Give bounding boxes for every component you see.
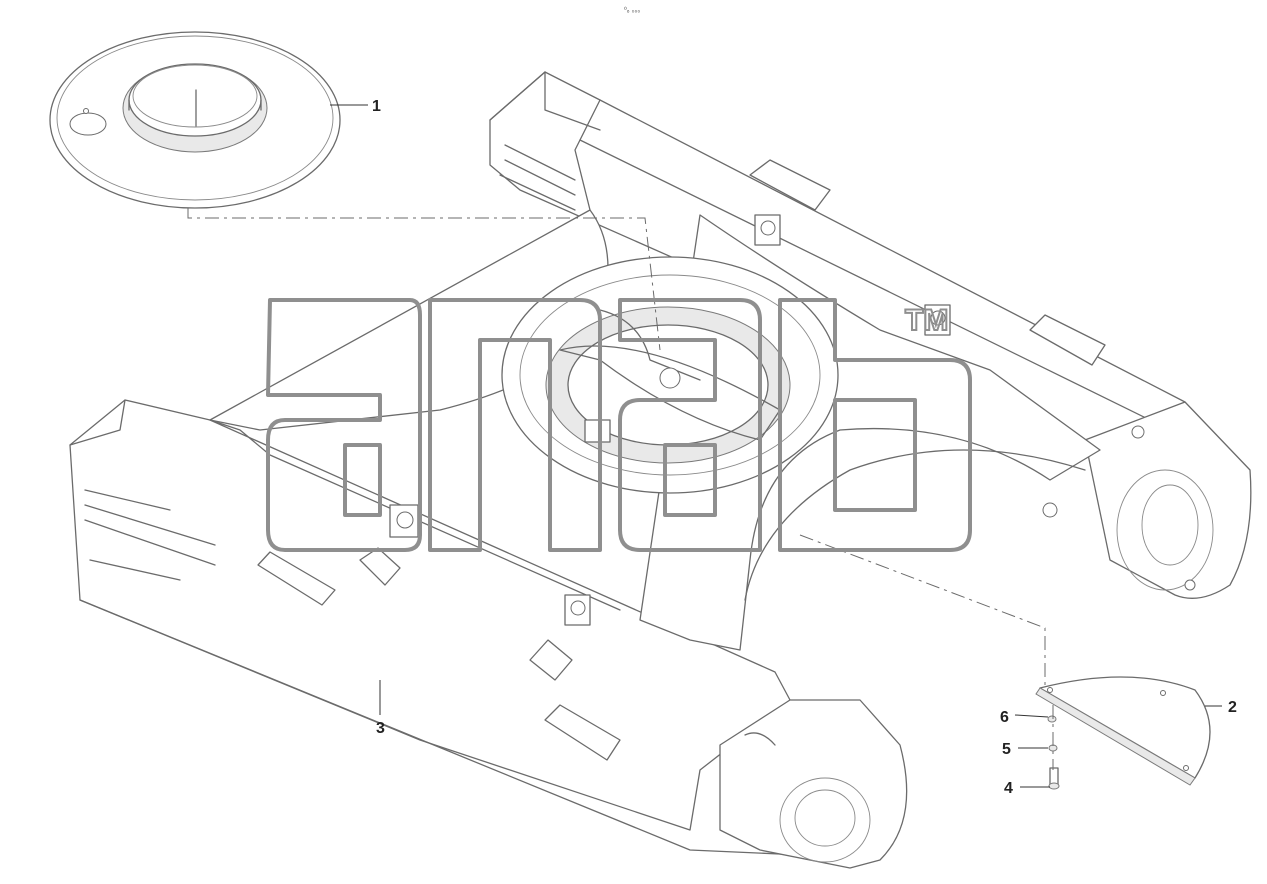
callout-4: 4 (1004, 780, 1013, 797)
callout-6: 6 (1000, 709, 1009, 726)
assembly-line-part-2 (799, 534, 1046, 688)
callout-5: 5 (1002, 741, 1011, 758)
part-1-bearing-cover (49, 31, 341, 209)
part-4-bolt (1048, 767, 1060, 790)
callout-2: 2 (1228, 699, 1237, 716)
leader-6 (1014, 714, 1049, 718)
part-6-washer (1047, 715, 1057, 723)
part-2-cover-plate (1035, 676, 1211, 786)
watermark-logo: TM (266, 298, 972, 552)
header-mark: ⁰₆ ₀₀₀ (624, 6, 640, 14)
part-3-lower-frame (69, 71, 1252, 869)
callout-1: 1 (372, 98, 381, 115)
callout-3: 3 (376, 720, 385, 737)
watermark-tm: TM (905, 304, 948, 337)
assembly-line-part-1 (187, 208, 661, 351)
